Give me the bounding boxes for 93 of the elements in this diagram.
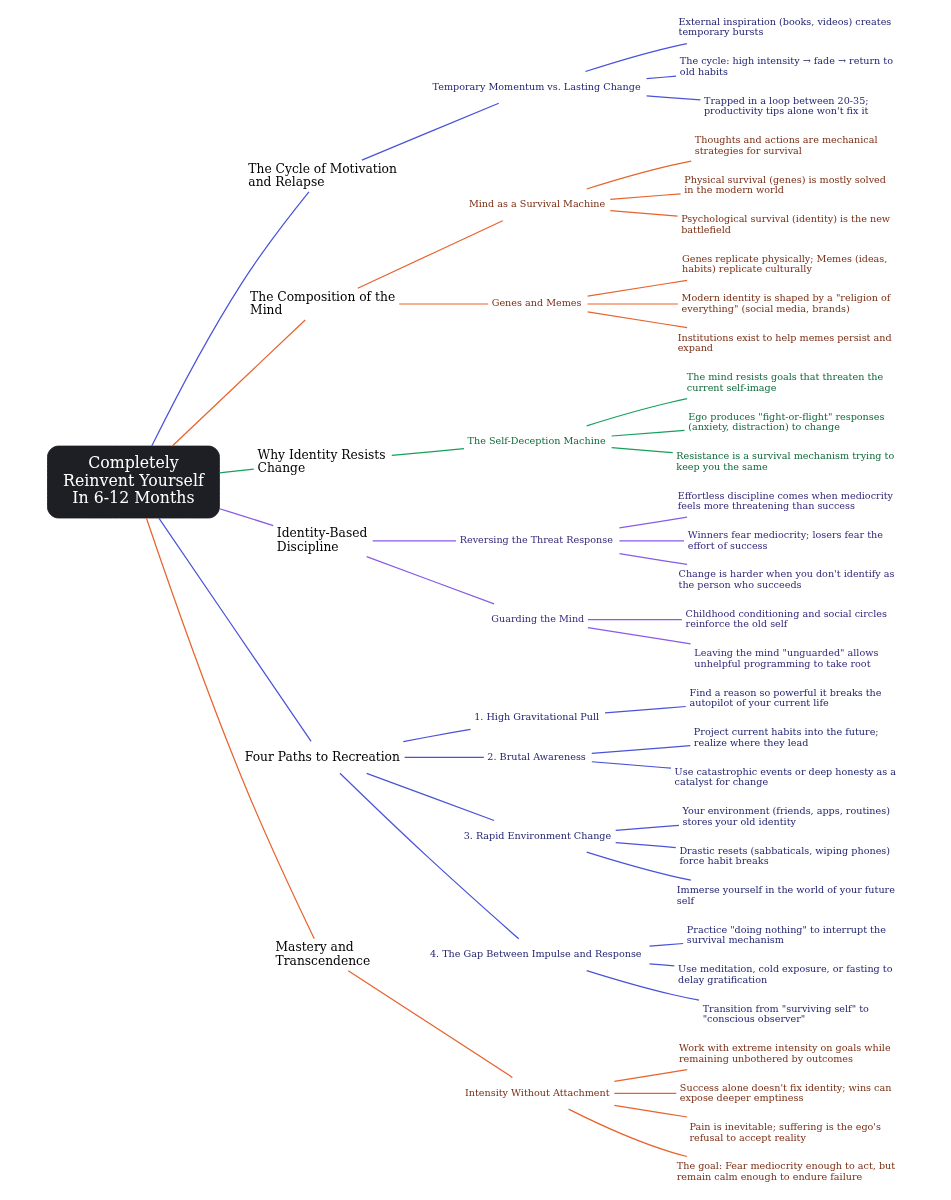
connector	[618, 553, 688, 566]
connector	[404, 756, 485, 759]
connector	[587, 619, 683, 621]
node-text: 3. Rapid Environment Change	[463, 829, 612, 841]
node-text: Genes replicate physically; Memes (ideas, habits) replicate culturally	[682, 252, 888, 275]
connector	[357, 220, 504, 289]
node-text: Thoughts and actions are mechanical strategies for survival	[694, 134, 878, 156]
node-text: Practice "doing nothing" to interrupt the survival mechanism	[686, 923, 886, 946]
connector	[613, 1092, 677, 1094]
connector	[339, 772, 520, 940]
connector	[587, 626, 692, 645]
node-text: Success alone doesn't fix identity; wins can expose deeper emptiness	[679, 1081, 892, 1104]
connector	[646, 75, 677, 80]
node-text: Physical survival (genes) is mostly solved in the modern world	[684, 173, 886, 196]
node-text: Intensity Without Attachment	[464, 1086, 610, 1098]
node-text: Immerse yourself in the world of your future self	[676, 884, 895, 906]
connector	[586, 160, 692, 190]
node-text: Institutions exist to help memes persist and expand	[677, 331, 892, 354]
connector	[402, 728, 472, 743]
node-text: External inspiration (books, videos) creates temporary bursts	[678, 15, 892, 38]
node-text: The cycle: high intensity → fade → return to old habits	[679, 55, 893, 77]
connector	[586, 311, 688, 329]
connector	[347, 970, 514, 1078]
connector	[609, 210, 679, 217]
node-text: The Self-Deception Machine	[467, 435, 606, 447]
connector	[586, 398, 688, 427]
node-text: Childhood conditioning and social circles reinforce the old self	[685, 607, 887, 630]
connector	[613, 1069, 688, 1082]
connector	[145, 517, 315, 940]
connector	[219, 468, 255, 474]
node-text: Resistance is a survival mechanism trying to keep you the same	[676, 450, 895, 472]
connector	[618, 516, 688, 529]
connector	[586, 969, 700, 1001]
connector	[366, 556, 495, 605]
connector	[171, 319, 306, 447]
connector	[158, 517, 312, 743]
node-text: Drastic resets (sabbaticals, wiping phones) force habit breaks	[679, 844, 891, 867]
connector	[151, 191, 310, 447]
node-text: Trapped in a loop between 20-35; productivity tips alone won't fix it	[703, 94, 869, 117]
node-text: Ego produces "fight-or-flight" responses (anxiety, distraction) to change	[688, 410, 885, 433]
node-text: Leaving the mind "unguarded" allows unhelpful programming to take root	[694, 647, 879, 669]
node-text: Winners fear mediocrity; losers fear the effort of success	[687, 528, 883, 551]
node-text: Use meditation, cold exposure, or fasting to delay gratification	[678, 963, 893, 985]
connector	[609, 193, 682, 200]
connector	[611, 447, 674, 454]
node-text: Mind as a Survival Machine	[468, 198, 606, 210]
node-text: 4. The Gap Between Impulse and Response	[429, 948, 642, 960]
node-text: Psychological survival (identity) is the new battlefield	[681, 213, 891, 235]
connector	[586, 279, 688, 297]
node-text: Change is harder when you don't identify as the person who succeeds	[678, 568, 895, 590]
node-text: Your environment (friends, apps, routines) stores your old identity	[682, 805, 890, 827]
connector	[611, 429, 686, 437]
connector	[372, 540, 457, 542]
connector	[586, 851, 692, 881]
connector	[604, 705, 687, 714]
connector	[648, 942, 684, 947]
node-text: Project current habits into the future; realize where they lead	[693, 726, 879, 748]
connector	[648, 963, 675, 967]
node-text: The Composition of the Mind	[250, 289, 396, 317]
node-text: Identity-Based Discipline	[276, 526, 368, 554]
node-text: Genes and Memes	[491, 297, 582, 309]
connector	[219, 508, 274, 527]
node-text: Temporary Momentum vs. Lasting Change	[432, 80, 641, 92]
connector	[584, 42, 688, 73]
connector	[391, 448, 465, 457]
node-text: The goal: Fear mediocrity enough to act, but remain calm enough to endure failure	[676, 1160, 896, 1182]
node-text: Modern identity is shaped by a "religion of everything" (social media, brands)	[681, 292, 891, 314]
connector	[615, 842, 677, 849]
connector	[618, 540, 685, 542]
node-text: The mind resists goals that threaten the current self-image	[686, 371, 884, 393]
node-text: Mastery and Transcendence	[275, 940, 371, 968]
connector	[361, 102, 500, 161]
node-text: Effortless discipline comes when mediocrity feels more threatening than success	[677, 489, 894, 512]
connector	[615, 824, 680, 831]
connector	[366, 772, 495, 822]
connector	[591, 761, 672, 769]
node-text: Work with extreme intensity on goals while remaining unbothered by outcomes	[678, 1042, 891, 1064]
connector	[613, 1104, 688, 1118]
node-text: Find a reason so powerful it breaks the autopilot of your current life	[689, 686, 882, 709]
node-box: Completely Reinvent Yourself In 6-12 Months	[47, 445, 220, 519]
node-text: 2. Brutal Awareness	[487, 750, 586, 762]
node-text: Guarding the Mind	[491, 613, 585, 625]
node-text: 1. High Gravitational Pull	[474, 711, 600, 723]
node-text: Four Paths to Recreation	[244, 749, 400, 764]
node-text: Reversing the Threat Response	[459, 534, 613, 546]
node-text: The Cycle of Motivation and Relapse	[248, 161, 397, 189]
connector	[646, 95, 701, 101]
connector	[568, 1108, 688, 1158]
connector	[591, 745, 691, 754]
node-text: Transition from "surviving self" to "conscious observer"	[702, 1002, 869, 1025]
node-text: Use catastrophic events or deep honesty as a catalyst for change	[674, 765, 897, 788]
node-text: Pain is inevitable; suffering is the ego's refusal to accept reality	[689, 1120, 881, 1143]
node-text: Why Identity Resists Change	[257, 447, 386, 475]
